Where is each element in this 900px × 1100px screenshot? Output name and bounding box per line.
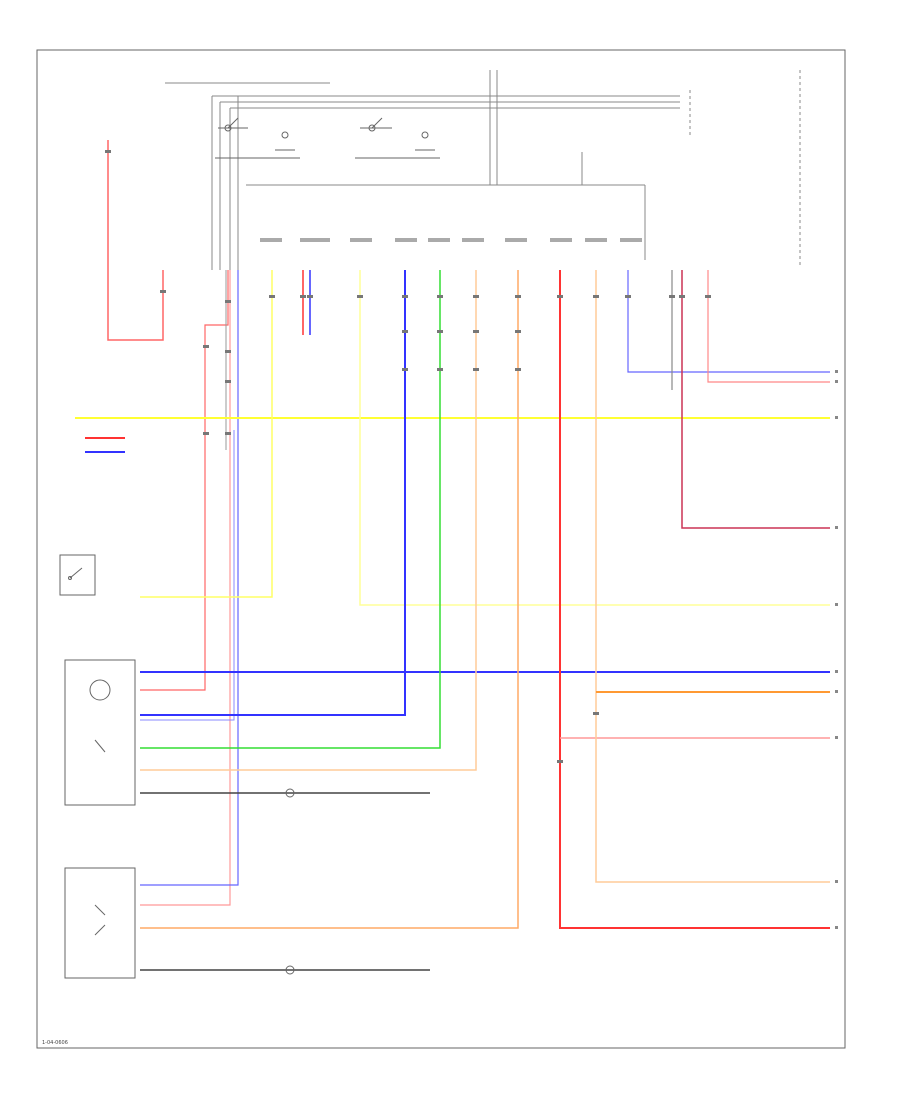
relay-switch-1 — [215, 117, 300, 159]
module-connector-pins — [260, 238, 642, 242]
right-edge-terminals — [835, 370, 838, 929]
wire-pink-left — [140, 270, 231, 906]
wire-blue-left — [140, 270, 239, 886]
door-switch-component — [59, 554, 96, 596]
wire-light-orange — [140, 270, 477, 771]
wire-red-right — [559, 270, 830, 929]
wire-orange — [140, 270, 519, 929]
passenger-door-lock-actuator — [64, 867, 136, 979]
wire-green — [140, 270, 441, 749]
relay-switch-2 — [355, 117, 440, 159]
driver-door-lock-actuator — [64, 659, 136, 806]
top-bus-lines — [165, 70, 801, 270]
wire-red-left-2 — [140, 270, 229, 691]
wire-blue-right — [627, 270, 830, 373]
connector-marks — [105, 150, 711, 763]
ground-junction-1 — [285, 788, 295, 975]
wire-dark-red-right — [681, 270, 830, 529]
diagram-border — [36, 49, 846, 1049]
wire-yellow-switch — [140, 270, 273, 598]
wire-blue-left-2 — [140, 430, 235, 721]
wire-red-left-loop — [107, 140, 164, 341]
wire-pink-right — [707, 270, 830, 383]
page-id: 1-04-0606 — [42, 1040, 68, 1046]
wire-blue-main — [140, 270, 406, 716]
wire-pale-yellow — [359, 270, 830, 606]
wire-orange-right — [595, 270, 830, 883]
